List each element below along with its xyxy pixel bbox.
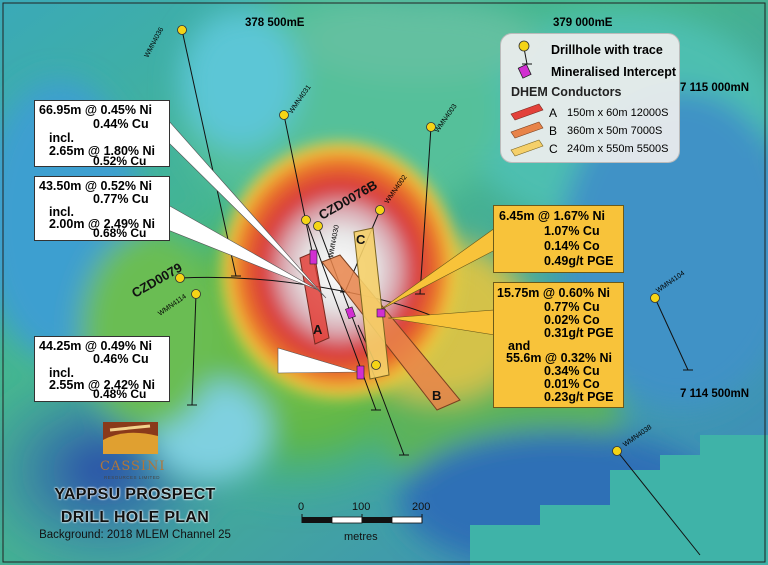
callout3-line1: 44.25m @ 0.49% Ni — [39, 339, 152, 353]
collar-wmn4038[interactable] — [612, 446, 622, 456]
dhem-plate-a — [299, 251, 330, 345]
map-title-block: YAPPSU PROSPECT DRILL HOLE PLAN Backgrou… — [30, 486, 240, 541]
callout5-line8: 0.01% Co — [544, 377, 600, 391]
collar-wmn4114[interactable] — [191, 289, 201, 299]
scale-tick-100: 100 — [352, 501, 370, 513]
collar-wmn4036[interactable] — [177, 25, 187, 35]
intercept-callout-3: 44.25m @ 0.49% Ni 0.46% Cu incl. 2.55m @… — [34, 336, 170, 402]
intercept-icon — [517, 64, 532, 79]
callout3-incl: incl. — [49, 366, 75, 380]
callout3-line5: 0.48% Cu — [93, 387, 147, 401]
callout5-line7: 0.34% Cu — [544, 364, 600, 378]
legend: Drillhole with trace Mineralised Interce… — [500, 33, 680, 163]
callout4-line3: 0.14% Co — [544, 239, 600, 253]
callout5-line6: 55.6m @ 0.32% Ni — [506, 351, 612, 365]
collar-intercept-c[interactable] — [371, 360, 381, 370]
legend-b-letter: B — [549, 124, 558, 138]
legend-dhem-title: DHEM Conductors — [511, 85, 622, 99]
intercept-callout-4: 6.45m @ 1.67% Ni 1.07% Cu 0.14% Co 0.49g… — [493, 205, 624, 273]
scale-tick-0: 0 — [298, 501, 304, 513]
plate-a-label: A — [313, 322, 323, 337]
collar-czd0076b[interactable] — [301, 215, 311, 225]
dhem-plate-c — [353, 227, 390, 380]
logo-sub: RESOURCES LIMITED — [104, 475, 160, 480]
intercept-marker — [309, 249, 318, 265]
intercept-callout-5: 15.75m @ 0.60% Ni 0.77% Cu 0.02% Co 0.31… — [493, 282, 624, 408]
callout1-line5: 0.52% Cu — [93, 154, 147, 168]
cassini-logo: CASSINI RESOURCES LIMITED — [100, 422, 166, 480]
map-background-note: Background: 2018 MLEM Channel 25 — [39, 529, 231, 541]
callout4-line4: 0.49g/t PGE — [544, 254, 614, 268]
collar-wmn4003[interactable] — [426, 122, 436, 132]
intercept-marker — [376, 308, 386, 318]
collar-czd0079[interactable] — [175, 273, 185, 283]
callout2-line2: 0.77% Cu — [93, 192, 149, 206]
scale-unit: metres — [344, 531, 378, 543]
callout5-line4: 0.31g/t PGE — [544, 326, 614, 340]
northing-label-1: 7 115 000mN — [680, 82, 750, 94]
easting-label-1: 378 500mE — [245, 17, 305, 29]
callout4-line2: 1.07% Cu — [544, 224, 600, 238]
intercept-callout-2: 43.50m @ 0.52% Ni 0.77% Cu incl. 2.00m @… — [34, 176, 170, 241]
callout5-line3: 0.02% Co — [544, 313, 600, 327]
intercept-marker — [345, 306, 356, 320]
dhem-plate-b — [321, 254, 461, 411]
legend-a-letter: A — [549, 106, 558, 120]
callout2-incl: incl. — [49, 205, 75, 219]
collar-wmn4031[interactable] — [279, 110, 289, 120]
logo-name: CASSINI — [100, 459, 166, 474]
map-subtitle: DRILL HOLE PLAN — [60, 509, 210, 526]
legend-intercept: Mineralised Intercept — [551, 65, 677, 79]
intercept-callout-1: 66.95m @ 0.45% Ni 0.44% Cu incl. 2.65m @… — [34, 100, 170, 167]
callout5-line2: 0.77% Cu — [544, 300, 600, 314]
legend-c-desc: 240m x 550m 5500S — [567, 143, 669, 155]
callout5-line1: 15.75m @ 0.60% Ni — [497, 286, 610, 300]
callout1-incl: incl. — [49, 131, 75, 145]
callout2-line4: 2.00m @ 2.49% Ni — [49, 217, 155, 231]
callout5-and: and — [508, 339, 531, 353]
callout4-line1: 6.45m @ 1.67% Ni — [499, 209, 605, 223]
callout1-line2: 0.44% Cu — [93, 117, 149, 131]
intercept-marker — [356, 365, 365, 380]
legend-b-desc: 360m x 50m 7000S — [567, 125, 663, 137]
callout1-line1: 66.95m @ 0.45% Ni — [39, 103, 152, 117]
callout2-line5: 0.68% Cu — [93, 226, 147, 240]
easting-label-2: 379 000mE — [553, 17, 613, 29]
plate-b-label: B — [432, 388, 441, 403]
drillhole-icon — [518, 40, 532, 65]
scale-bar — [301, 514, 423, 524]
plate-c-label: C — [356, 232, 366, 247]
callout2-line1: 43.50m @ 0.52% Ni — [39, 179, 152, 193]
collar-wmn4104[interactable] — [650, 293, 660, 303]
legend-c-letter: C — [549, 142, 558, 156]
callout3-line4: 2.55m @ 2.42% Ni — [49, 378, 155, 392]
callout1-line4: 2.65m @ 1.80% Ni — [49, 144, 155, 158]
northing-label-2: 7 114 500mN — [680, 388, 750, 400]
collar-wmn4002[interactable] — [375, 205, 385, 215]
legend-drillhole: Drillhole with trace — [551, 43, 663, 57]
collar-wmn4030[interactable] — [313, 221, 323, 231]
callout3-line2: 0.46% Cu — [93, 352, 149, 366]
scale-tick-200: 200 — [412, 501, 430, 513]
callout5-line9: 0.23g/t PGE — [544, 390, 614, 404]
map-title: YAPPSU PROSPECT — [54, 486, 216, 503]
dhem-swatches — [510, 103, 544, 157]
legend-a-desc: 150m x 60m 12000S — [567, 107, 669, 119]
